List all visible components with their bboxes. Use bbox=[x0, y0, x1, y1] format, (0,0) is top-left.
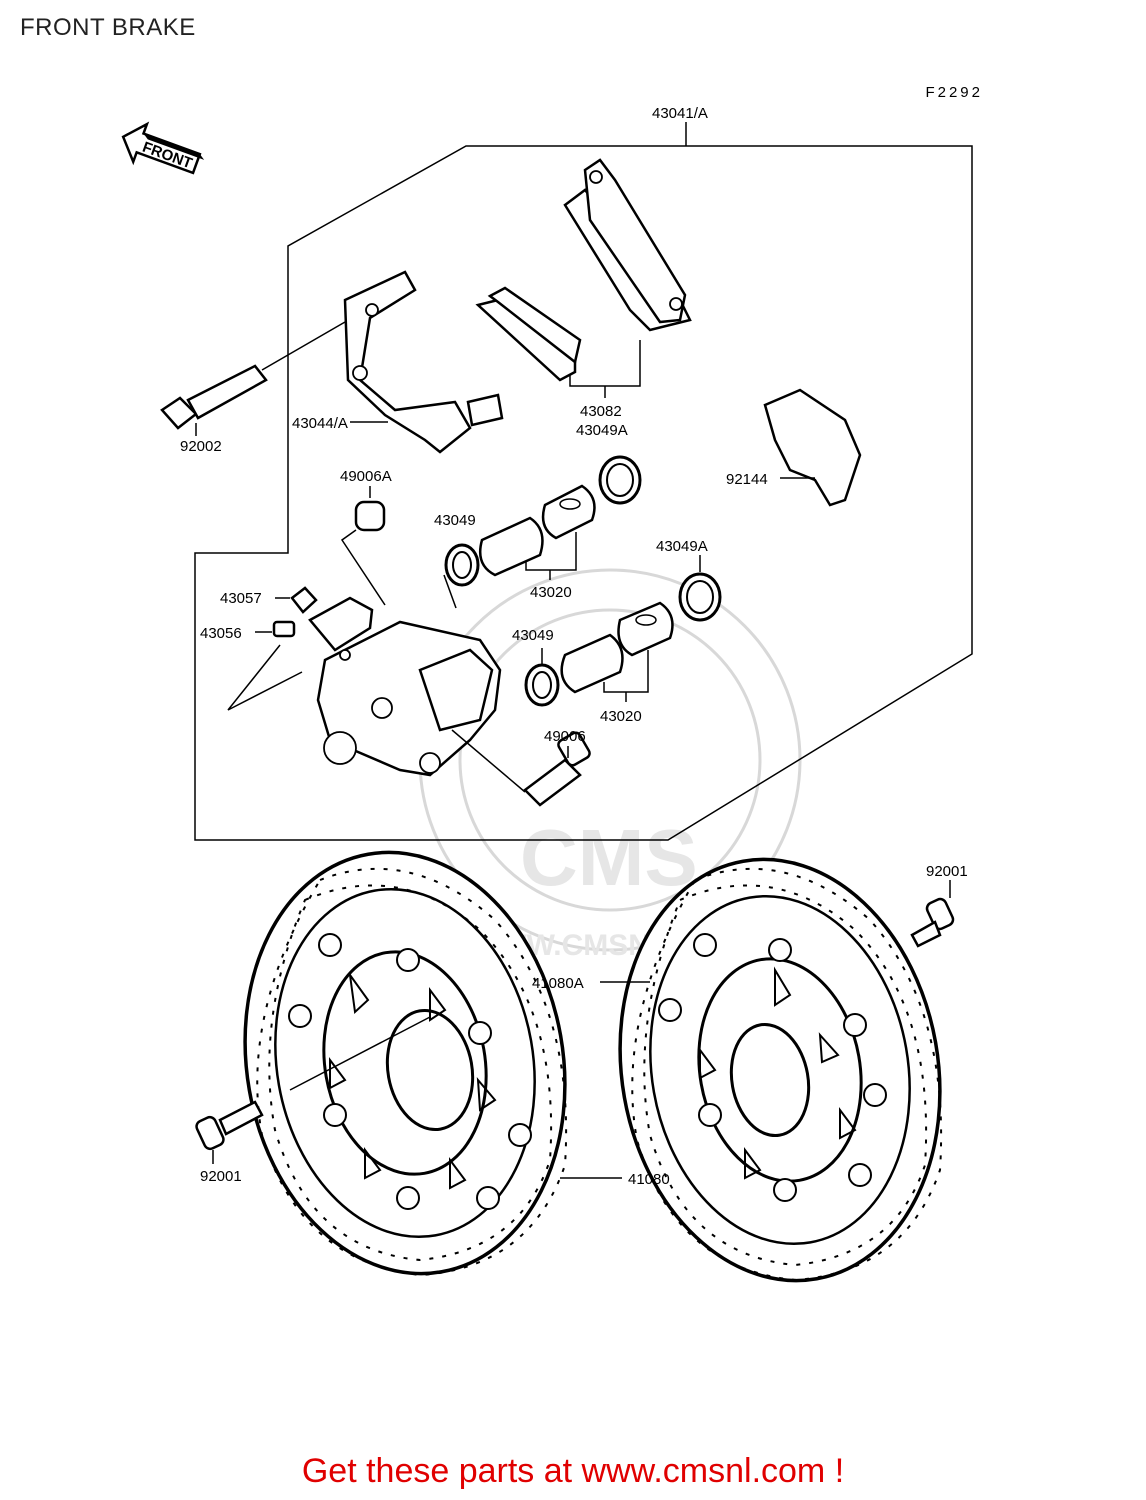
piston-set-mid bbox=[524, 601, 674, 707]
callout-43049-top: 43049 bbox=[434, 512, 476, 529]
brake-disc-41080-left bbox=[243, 850, 622, 1277]
callout-43082: 43082 bbox=[580, 403, 622, 420]
callout-49006: 49006 bbox=[544, 728, 586, 745]
seal-43049a-top bbox=[598, 455, 642, 505]
callout-92002: 92002 bbox=[180, 438, 222, 455]
callout-49006a: 49006A bbox=[340, 468, 392, 485]
callout-41080a: 41080A bbox=[532, 975, 584, 992]
bracket-43044a bbox=[343, 270, 504, 454]
caliper-body bbox=[308, 596, 502, 777]
callout-43020-top: 43020 bbox=[530, 584, 572, 601]
callout-43049-mid: 43049 bbox=[512, 627, 554, 644]
pad-spring-92144 bbox=[763, 388, 862, 507]
callout-43049a-top: 43049A bbox=[576, 422, 628, 439]
pin-bolt-49006 bbox=[451, 729, 591, 807]
callout-43057: 43057 bbox=[220, 590, 262, 607]
diagram-code: F2292 bbox=[925, 84, 983, 101]
disc-bolt-92001-right bbox=[910, 880, 955, 948]
get-parts-link[interactable]: Get these parts at www.cmsnl.com ! bbox=[301, 1452, 845, 1490]
caliper-assembly-outline bbox=[194, 145, 973, 841]
page-title: FRONT BRAKE bbox=[20, 14, 196, 41]
bleeder-cap-49006a bbox=[340, 486, 386, 606]
callout-43041a: 43041/A bbox=[652, 105, 708, 122]
callout-labels: 43041/A 92002 43044/A 43082 43049A 92144… bbox=[180, 105, 968, 1188]
callout-92001-left: 92001 bbox=[200, 1168, 242, 1185]
brake-pads-43082 bbox=[475, 158, 692, 398]
callout-41080: 41080 bbox=[628, 1171, 670, 1188]
front-arrow-icon: FRONT bbox=[121, 121, 205, 175]
disc-bolt-92001-left bbox=[195, 1100, 264, 1164]
seal-43049a-mid bbox=[678, 555, 722, 622]
callout-43049a-mid: 43049A bbox=[656, 538, 708, 555]
watermark-logo-text: CMS bbox=[520, 813, 698, 902]
bleeder-valve-43056-43057 bbox=[227, 586, 318, 711]
disc-left-drill-holes bbox=[268, 884, 553, 1262]
callout-43020-mid: 43020 bbox=[600, 708, 642, 725]
bolt-92002 bbox=[160, 321, 346, 436]
piston-set-top bbox=[443, 484, 596, 609]
callout-92001-right: 92001 bbox=[926, 863, 968, 880]
callout-43056: 43056 bbox=[200, 625, 242, 642]
callout-43044a: 43044/A bbox=[292, 415, 348, 432]
callout-92144: 92144 bbox=[726, 471, 768, 488]
brake-disc-41080a-right bbox=[600, 857, 943, 1283]
